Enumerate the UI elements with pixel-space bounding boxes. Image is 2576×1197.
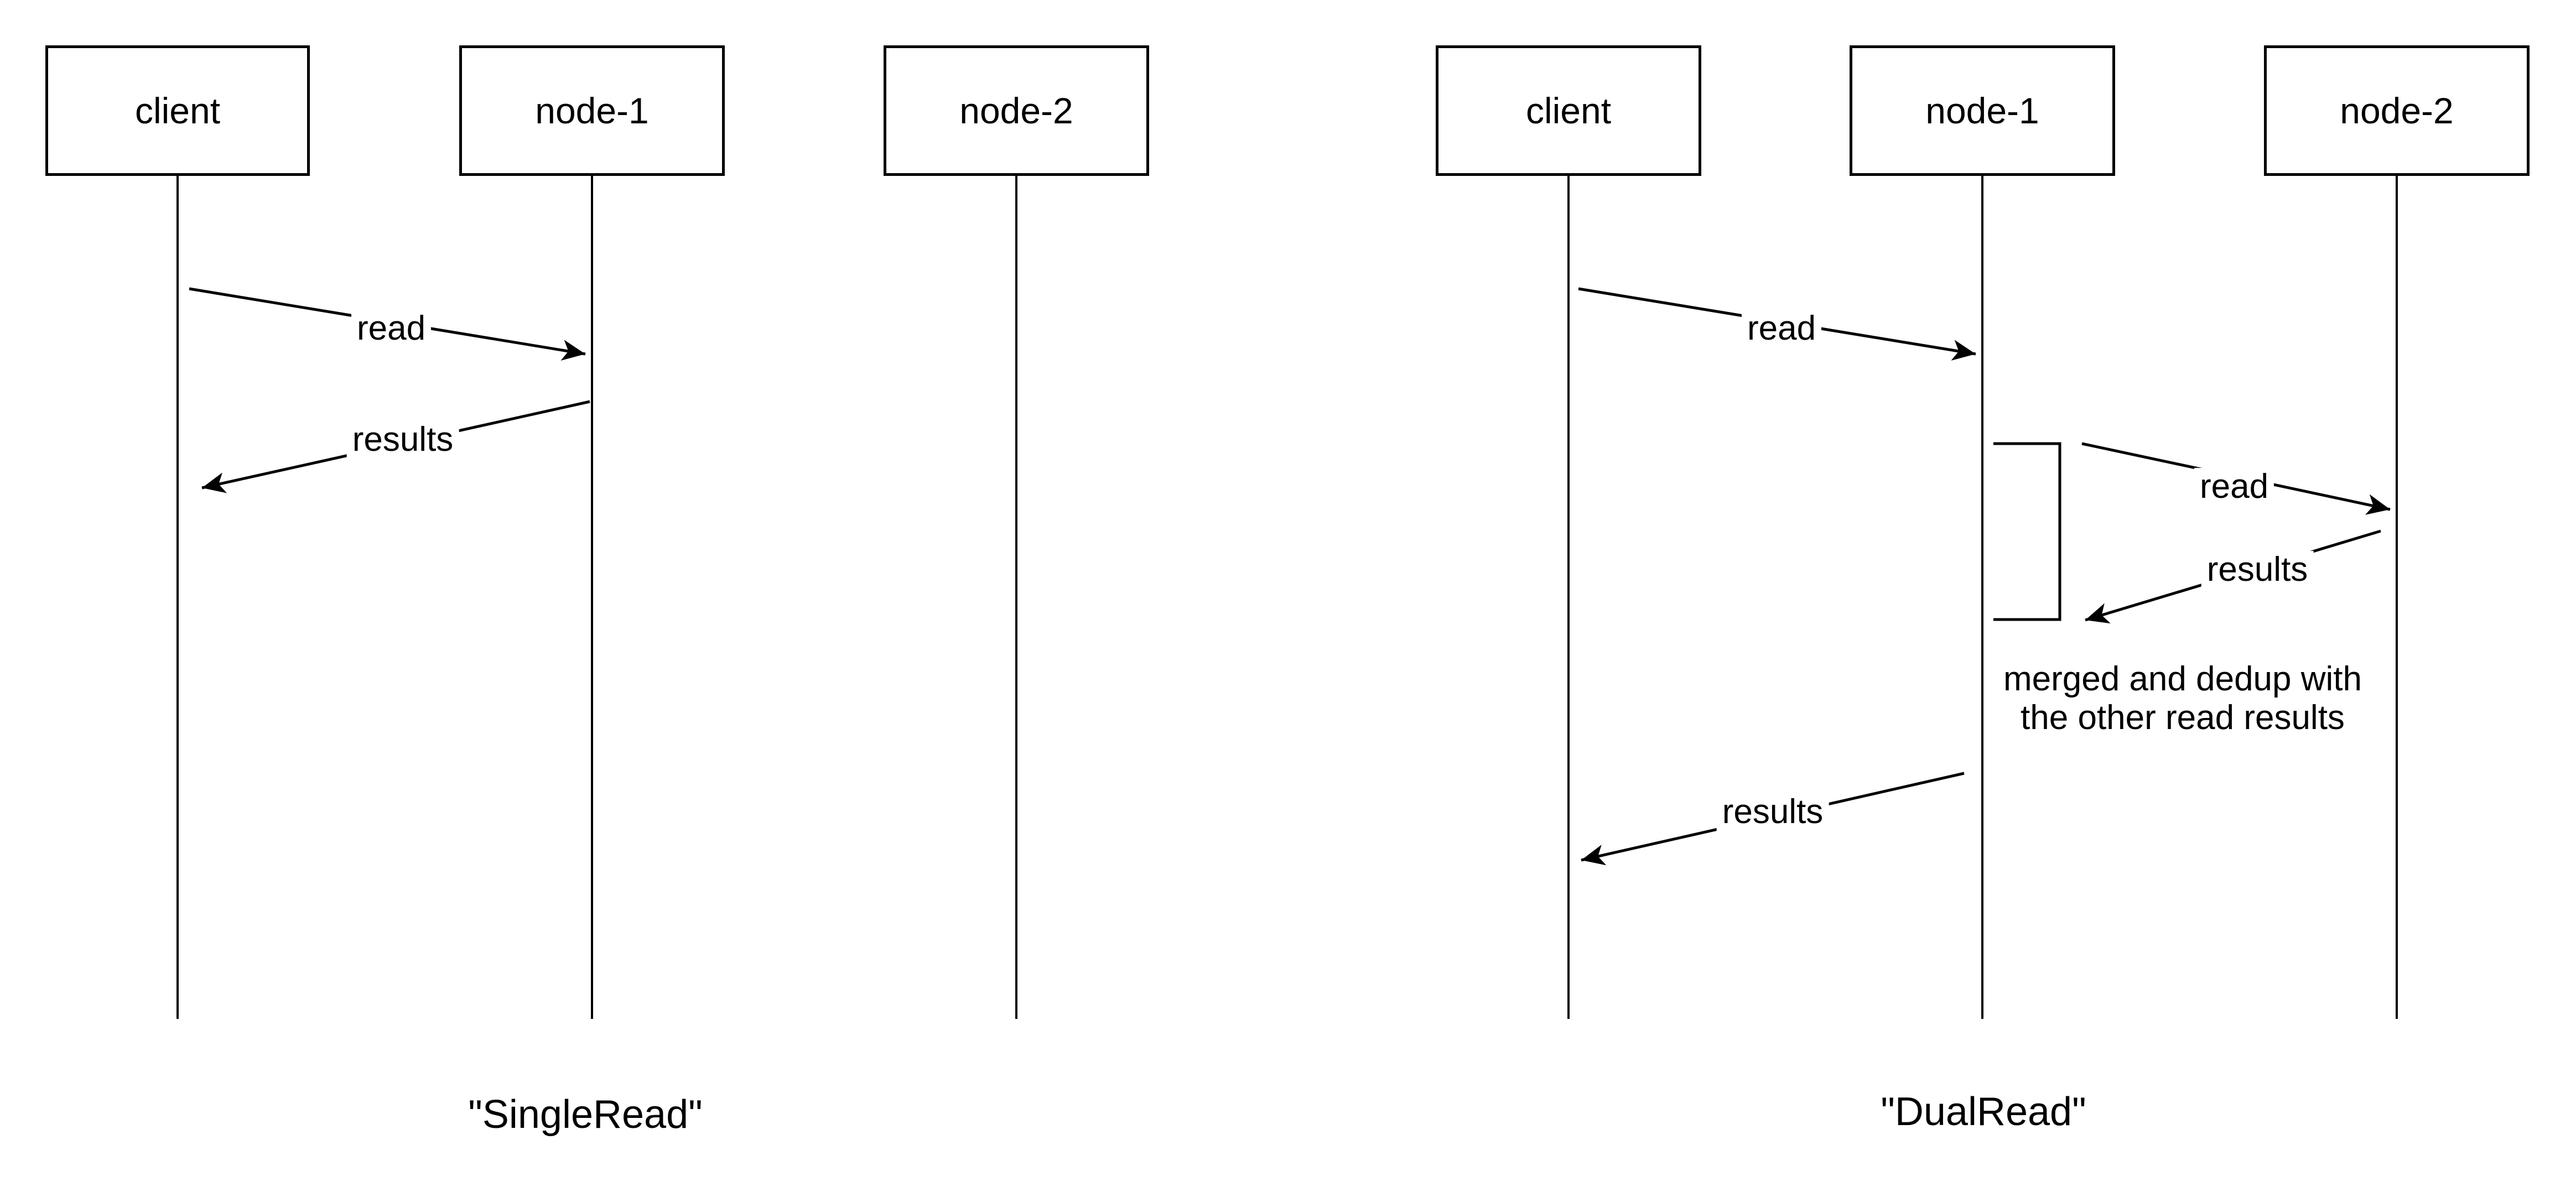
note-line-2: the other read results xyxy=(2021,699,2345,737)
actor-label: node-2 xyxy=(959,90,1073,131)
message-label-dual-results-2: results xyxy=(1716,793,1829,831)
caption-single-read: "SingleRead" xyxy=(468,1092,703,1137)
message-label-single-read: read xyxy=(351,309,432,348)
actor-label: node-2 xyxy=(2340,90,2454,131)
actor-box-dual-node-2: node-2 xyxy=(2264,45,2530,176)
message-label-dual-read-2: read xyxy=(2194,467,2274,506)
message-label-single-results: results xyxy=(346,420,459,459)
note-line-1: merged and dedup with xyxy=(2003,660,2362,698)
activation-bracket xyxy=(1993,442,2061,621)
actor-label: client xyxy=(134,90,221,131)
caption-dual-read: "DualRead" xyxy=(1881,1090,2086,1134)
actor-label: client xyxy=(1525,90,1612,131)
actor-box-dual-node-1: node-1 xyxy=(1850,45,2115,176)
actor-box-single-node-2: node-2 xyxy=(884,45,1149,176)
actor-label: node-1 xyxy=(1925,90,2039,131)
message-label-dual-read-1: read xyxy=(1741,309,1822,348)
actor-box-dual-client: client xyxy=(1436,45,1701,176)
note-merged-dedup: merged and dedup with the other read res… xyxy=(2003,660,2362,737)
actor-box-single-node-1: node-1 xyxy=(459,45,725,176)
actor-box-single-client: client xyxy=(45,45,310,176)
actor-label: node-1 xyxy=(535,90,649,131)
message-label-dual-results-1: results xyxy=(2201,550,2314,589)
